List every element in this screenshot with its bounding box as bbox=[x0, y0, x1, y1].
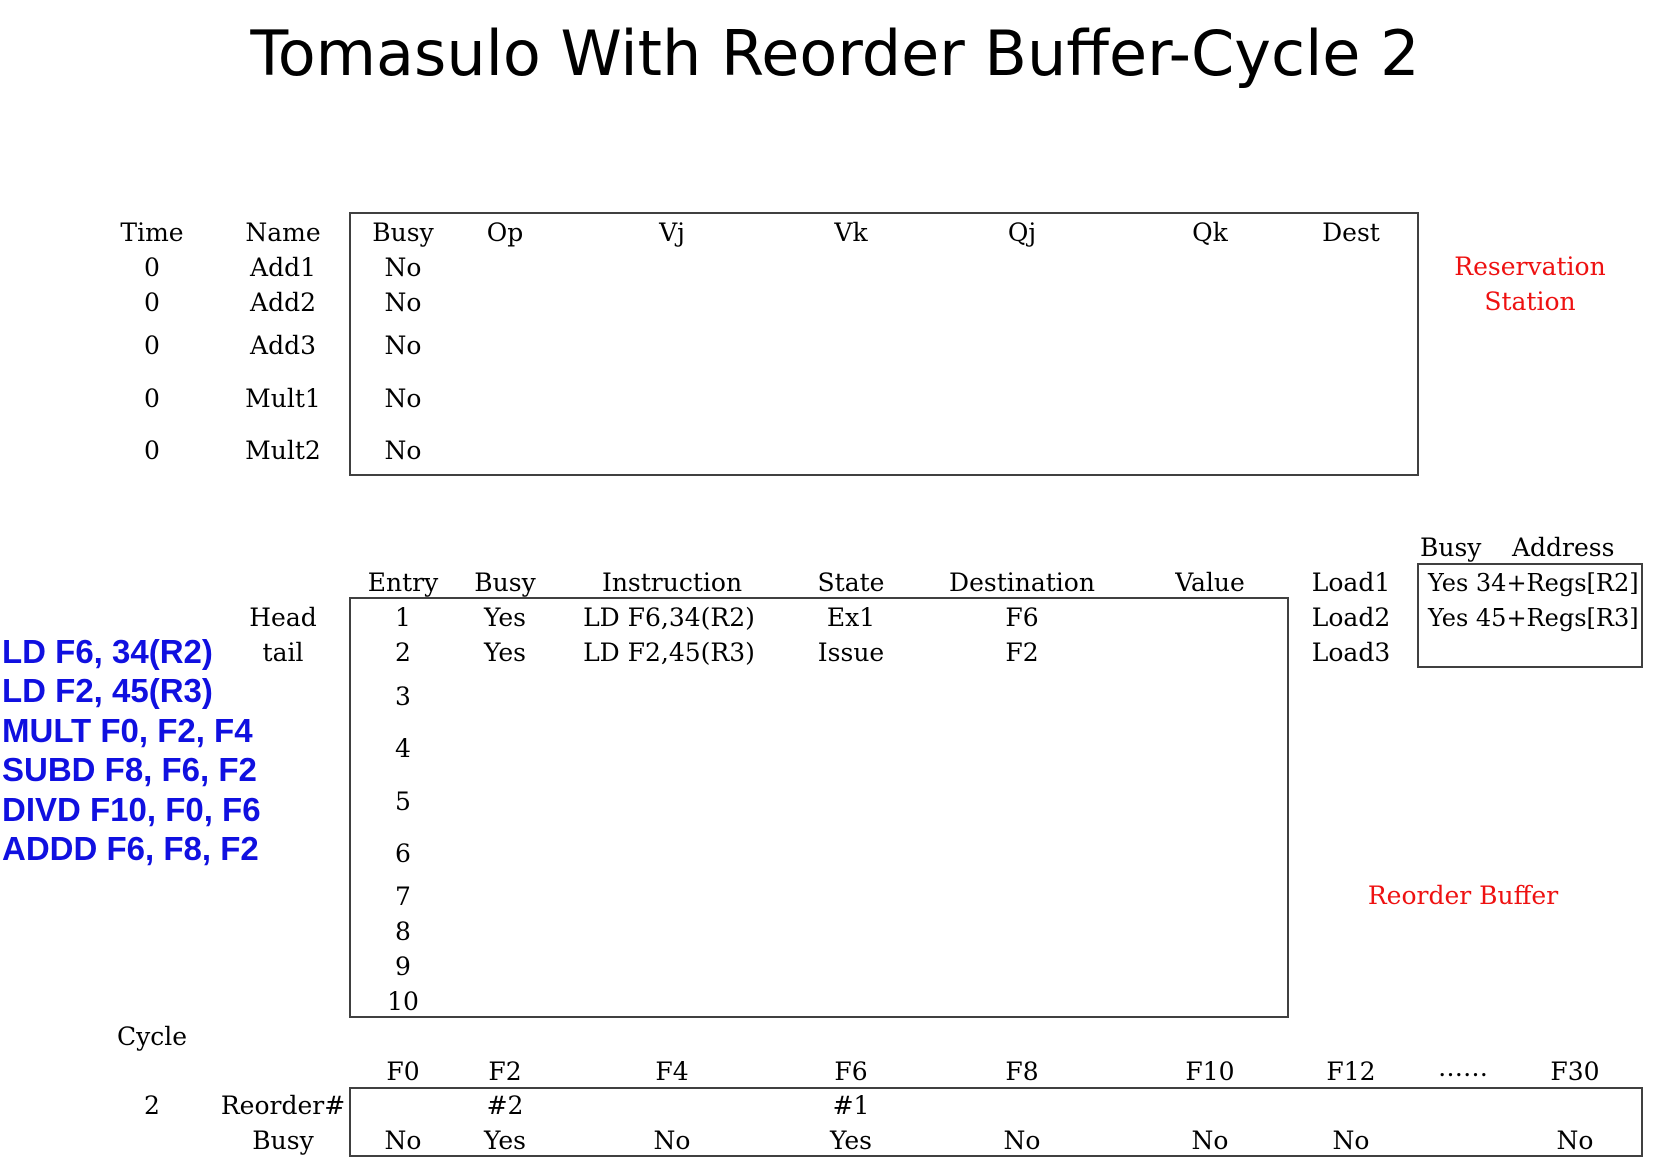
rob-entry-destination: F6 bbox=[1005, 603, 1039, 632]
load-buffer-name: Load1 bbox=[1311, 568, 1391, 597]
rs-row-name: Add2 bbox=[250, 288, 316, 317]
page-title: Tomasulo With Reorder Buffer-Cycle 2 bbox=[250, 17, 1420, 90]
load-buffer-name: Load2 bbox=[1311, 603, 1391, 632]
rob-entry-number: 7 bbox=[395, 882, 411, 911]
rs-row-name: Add3 bbox=[250, 331, 316, 360]
register-name: F12 bbox=[1326, 1057, 1376, 1086]
rob-entry-number: 4 bbox=[395, 734, 411, 763]
rob-entry-number: 2 bbox=[395, 638, 411, 667]
rob-entry-number: 5 bbox=[395, 787, 411, 816]
register-busy-value: No bbox=[384, 1126, 422, 1155]
program-instruction: SUBD F8, F6, F2 bbox=[2, 751, 257, 788]
reservation-station-table bbox=[349, 212, 1419, 476]
rs-header-time: Time bbox=[120, 218, 184, 247]
reorder-buffer-table bbox=[349, 597, 1289, 1018]
cycle-label: Cycle bbox=[116, 1022, 188, 1051]
reorder-number-label: Reorder# bbox=[220, 1091, 346, 1120]
rob-entry-number: 6 bbox=[395, 839, 411, 868]
rs-header-vk: Vk bbox=[834, 218, 868, 247]
rs-header-name: Name bbox=[245, 218, 321, 247]
rs-header-dest: Dest bbox=[1322, 218, 1380, 247]
rob-header-state: State bbox=[817, 568, 885, 597]
rob-header-entry: Entry bbox=[367, 568, 439, 597]
rob-entry-state: Ex1 bbox=[826, 603, 876, 632]
rob-entry-number: 9 bbox=[395, 952, 411, 981]
rob-head-pointer: Head bbox=[249, 603, 317, 632]
register-busy-value: Yes bbox=[830, 1126, 872, 1155]
register-name: F6 bbox=[834, 1057, 868, 1086]
rs-row-busy: No bbox=[384, 331, 422, 360]
rs-row-time: 0 bbox=[144, 436, 160, 465]
load-buffer-name: Load3 bbox=[1311, 638, 1391, 667]
program-instruction: LD F2, 45(R3) bbox=[2, 672, 213, 709]
rs-header-qj: Qj bbox=[1007, 218, 1037, 247]
load-header-busy: Busy bbox=[1420, 533, 1482, 562]
rs-row-time: 0 bbox=[144, 331, 160, 360]
rob-entry-number: 8 bbox=[395, 917, 411, 946]
register-busy-value: No bbox=[1332, 1126, 1370, 1155]
register-busy-value: No bbox=[1003, 1126, 1041, 1155]
program-instruction: DIVD F10, F0, F6 bbox=[2, 791, 261, 828]
rs-row-busy: No bbox=[384, 253, 422, 282]
rs-row-time: 0 bbox=[144, 253, 160, 282]
rob-header-busy: Busy bbox=[474, 568, 536, 597]
register-name: F8 bbox=[1005, 1057, 1039, 1086]
load-buffer-value: Yes 34+Regs[R2] bbox=[1428, 569, 1639, 597]
reservation-station-label-2: Station bbox=[1484, 287, 1576, 316]
rs-header-op: Op bbox=[486, 218, 524, 247]
register-name: F0 bbox=[386, 1057, 420, 1086]
rs-header-vj: Vj bbox=[659, 218, 685, 247]
load-buffer-value: Yes 45+Regs[R3] bbox=[1428, 604, 1639, 632]
program-instruction: ADDD F6, F8, F2 bbox=[2, 830, 259, 867]
program-instruction: LD F6, 34(R2) bbox=[2, 633, 213, 670]
rob-tail-pointer: tail bbox=[262, 638, 304, 667]
register-busy-value: No bbox=[1556, 1126, 1594, 1155]
rs-row-time: 0 bbox=[144, 288, 160, 317]
rs-row-time: 0 bbox=[144, 384, 160, 413]
reservation-station-label: Reservation bbox=[1454, 252, 1606, 281]
register-name: F4 bbox=[655, 1057, 689, 1086]
rs-header-busy: Busy bbox=[372, 218, 434, 247]
register-busy-value: No bbox=[1191, 1126, 1229, 1155]
program-instruction: MULT F0, F2, F4 bbox=[2, 712, 253, 749]
rob-header-instruction: Instruction bbox=[601, 568, 743, 597]
rob-entry-state: Issue bbox=[817, 638, 885, 667]
rob-header-destination: Destination bbox=[949, 568, 1095, 597]
rob-entry-number: 1 bbox=[395, 603, 411, 632]
register-ellipsis: …… bbox=[1438, 1053, 1488, 1082]
rob-entry-destination: F2 bbox=[1005, 638, 1039, 667]
rs-header-qk: Qk bbox=[1192, 218, 1228, 247]
register-reorder-value: #1 bbox=[832, 1091, 870, 1120]
load-header-address: Address bbox=[1512, 533, 1615, 562]
reorder-buffer-label: Reorder Buffer bbox=[1367, 881, 1559, 910]
rs-row-name: Mult1 bbox=[245, 384, 321, 413]
rob-entry-busy: Yes bbox=[484, 638, 526, 667]
register-name: F10 bbox=[1185, 1057, 1235, 1086]
rob-entry-busy: Yes bbox=[484, 603, 526, 632]
load-buffer-table bbox=[1417, 563, 1643, 668]
rs-row-busy: No bbox=[384, 436, 422, 465]
register-status-table bbox=[349, 1087, 1643, 1157]
register-busy-label: Busy bbox=[252, 1126, 314, 1155]
rs-row-busy: No bbox=[384, 384, 422, 413]
rob-entry-number: 3 bbox=[395, 682, 411, 711]
rob-entry-instruction: LD F6,34(R2) bbox=[583, 603, 755, 632]
register-name: F2 bbox=[488, 1057, 522, 1086]
rs-row-name: Add1 bbox=[250, 253, 316, 282]
rob-header-value: Value bbox=[1175, 568, 1245, 597]
rob-entry-number: 10 bbox=[387, 987, 419, 1016]
register-name: F30 bbox=[1550, 1057, 1600, 1086]
cycle-value: 2 bbox=[144, 1091, 160, 1120]
rs-row-busy: No bbox=[384, 288, 422, 317]
register-busy-value: Yes bbox=[484, 1126, 526, 1155]
register-reorder-value: #2 bbox=[486, 1091, 524, 1120]
register-busy-value: No bbox=[653, 1126, 691, 1155]
rs-row-name: Mult2 bbox=[245, 436, 321, 465]
rob-entry-instruction: LD F2,45(R3) bbox=[583, 638, 755, 667]
